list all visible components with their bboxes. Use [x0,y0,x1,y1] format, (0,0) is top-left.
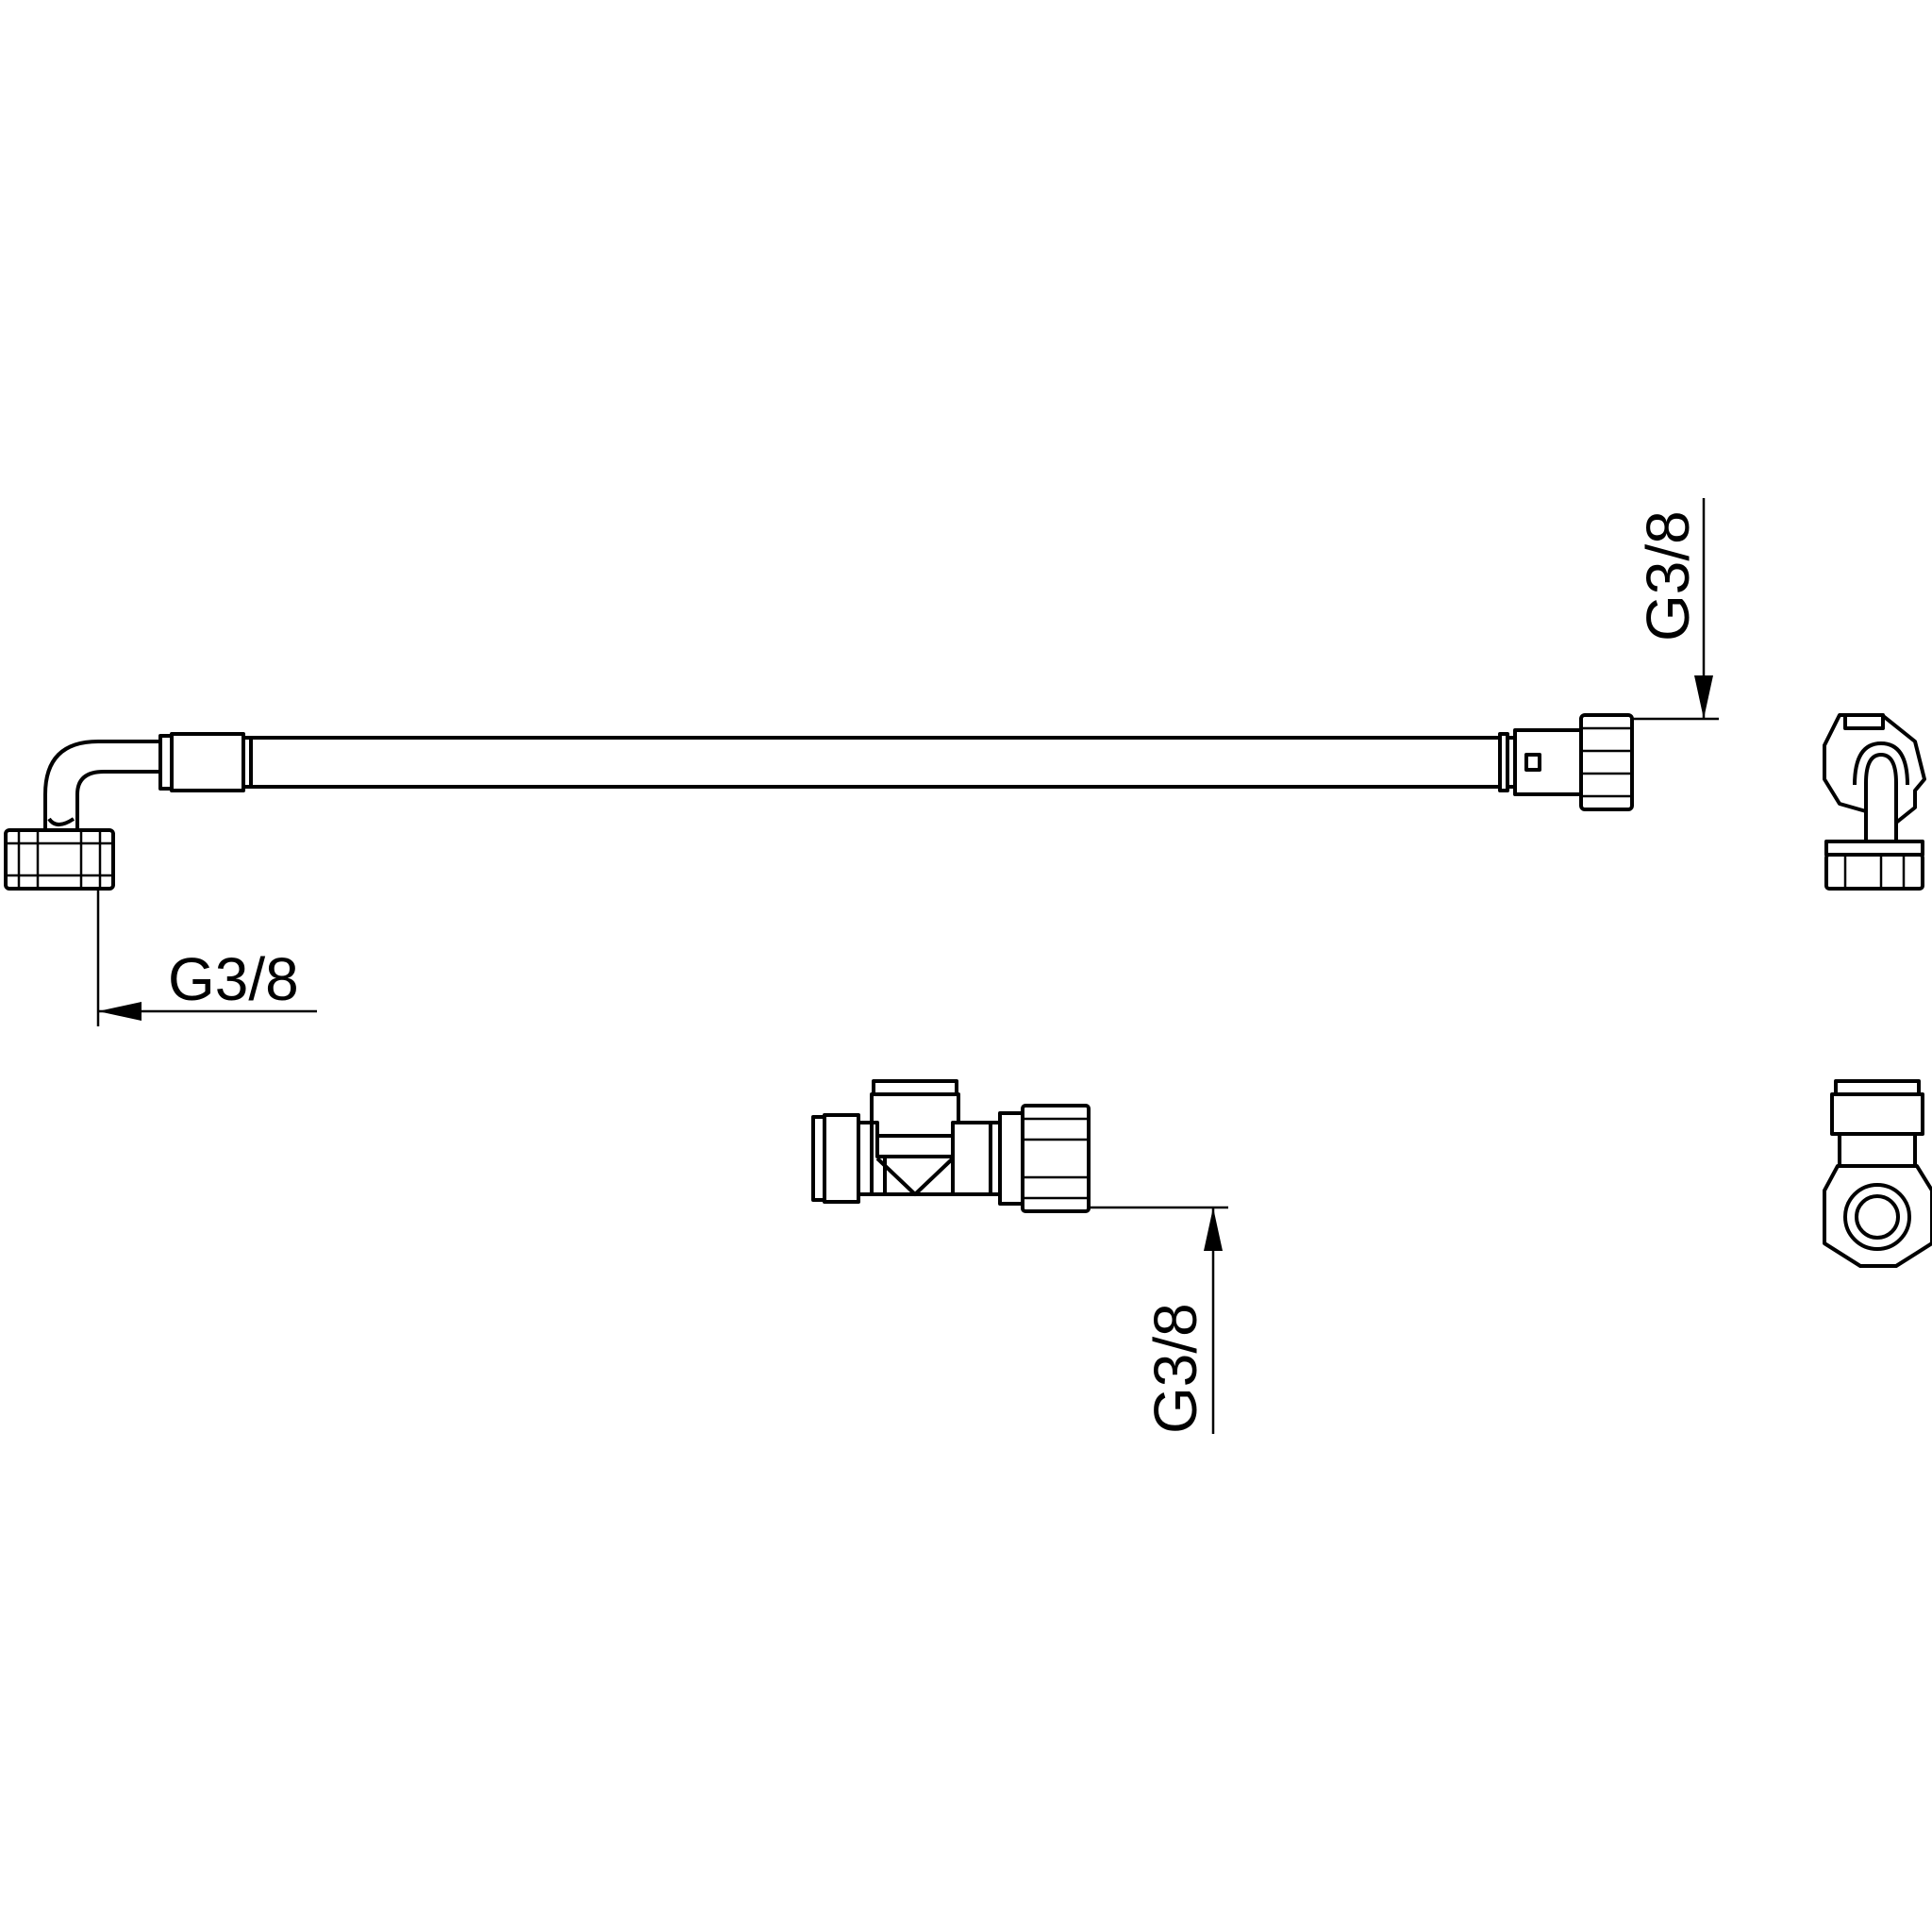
hose-nut-right [1579,713,1634,811]
hose-elbow-left [43,740,164,830]
hose-body [251,736,1502,789]
valve-outlet-nut [989,1104,1091,1213]
valve-body [870,1121,992,1196]
hose-nut-left [4,828,115,891]
valve-left-thread [811,1113,874,1204]
hose-left-thread-label: G3/8 [168,945,299,1013]
hose-right-thread-label: G3/8 [1634,510,1702,641]
hose-sleeve-left [158,732,253,792]
hose-end-view [1823,713,1926,891]
dimension-valve: G3/8 [1089,1206,1228,1434]
valve-top-thread [870,1079,960,1158]
hose-assembly: G3/8 G3/8 [4,498,1719,1026]
valve-side-view [1823,1079,1932,1268]
dimension-left: G3/8 [96,889,317,1026]
dimension-right: G3/8 [1632,498,1719,721]
valve-front-view: G3/8 [811,1079,1228,1434]
hose-sleeve-right [1498,728,1583,796]
valve-outlet-thread-label: G3/8 [1141,1303,1209,1434]
